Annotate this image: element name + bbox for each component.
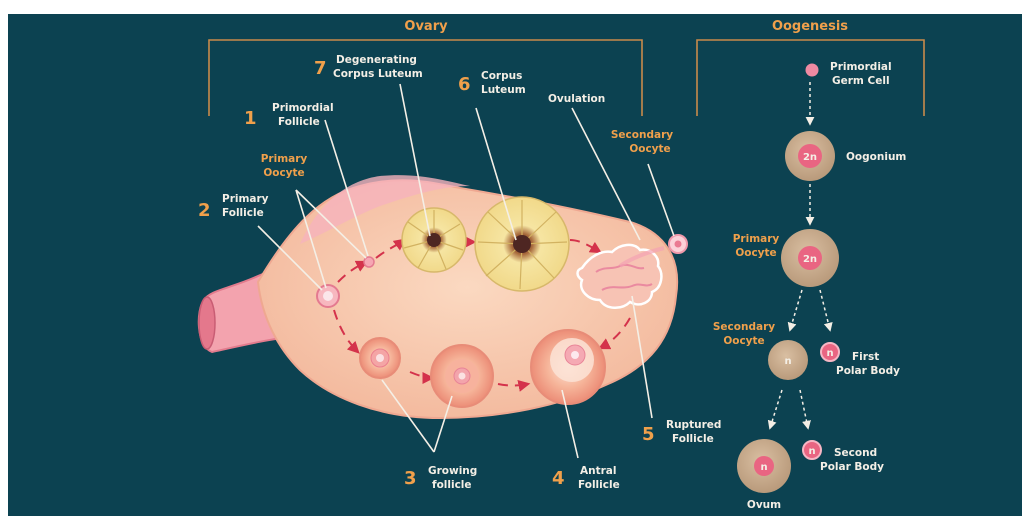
corpus-luteum-line2: Luteum	[481, 84, 526, 96]
second-polar-body: n Second Polar Body	[803, 441, 884, 473]
primary-oocyte-cell: 2n Primary Oocyte	[733, 229, 839, 287]
antral-follicle-line1: Antral	[580, 465, 616, 477]
second-polar-body-ploidy: n	[808, 446, 815, 457]
oogonium-ploidy: 2n	[803, 152, 817, 163]
primary-oocyte-cell-line1: Primary	[733, 233, 780, 245]
degenerating-corpus-luteum-line1: Degenerating	[336, 54, 417, 66]
growing-follicle-line1: Growing	[428, 465, 477, 477]
label-number-7: 7	[314, 58, 327, 79]
ovum-label: Ovum	[747, 499, 781, 511]
label-ruptured-follicle: 5 Ruptured Follicle	[642, 419, 721, 445]
label-corpus-luteum: 6 Corpus Luteum	[458, 70, 526, 96]
first-polar-body-ploidy: n	[826, 348, 833, 359]
growing-follicle-small	[360, 338, 400, 378]
primary-oocyte-line1: Primary	[261, 153, 308, 165]
label-primary-oocyte-ovary: Primary Oocyte	[261, 153, 308, 179]
ligament-opening	[199, 297, 215, 349]
label-ovulation: Ovulation	[548, 93, 605, 105]
secondary-oocyte-line1: Secondary	[611, 129, 673, 141]
secondary-oocyte-line2: Oocyte	[629, 143, 670, 155]
label-degenerating-corpus-luteum: 7 Degenerating Corpus Luteum	[314, 54, 423, 80]
first-polar-body-line2: Polar Body	[836, 365, 900, 377]
label-primordial-follicle: 1 Primordial Follicle	[244, 102, 334, 129]
antral-follicle-line2: Follicle	[578, 479, 620, 491]
degenerating-corpus-luteum-line2: Corpus Luteum	[333, 68, 423, 80]
growing-follicle-line2: follicle	[432, 479, 472, 491]
antral-follicle	[531, 330, 605, 404]
ruptured-follicle-line1: Ruptured	[666, 419, 721, 431]
corpus-luteum-line1: Corpus	[481, 70, 522, 82]
primary-oocyte-cell-line2: Oocyte	[735, 247, 776, 259]
oogenesis-bracket	[697, 40, 924, 116]
ovary-heading: Ovary	[404, 19, 448, 34]
ovum-cell: n Ovum	[737, 439, 791, 511]
primordial-follicle-line1: Primordial	[272, 102, 334, 114]
oogonium-label: Oogonium	[846, 151, 906, 163]
first-polar-body-line1: First	[852, 351, 879, 363]
primordial-germ-cell-line2: Germ Cell	[832, 75, 890, 87]
label-number-3: 3	[404, 468, 417, 489]
oogenesis-heading: Oogenesis	[772, 19, 848, 34]
ruptured-follicle-line2: Follicle	[672, 433, 714, 445]
label-number-2: 2	[198, 200, 211, 221]
secondary-oocyte-cell-ploidy: n	[784, 356, 791, 367]
ovulation-text: Ovulation	[548, 93, 605, 105]
primordial-follicle-line2: Follicle	[278, 116, 320, 128]
label-number-6: 6	[458, 74, 471, 95]
oogonium-cell: 2n Oogonium	[785, 131, 906, 181]
label-number-5: 5	[642, 424, 655, 445]
second-polar-body-line2: Polar Body	[820, 461, 884, 473]
primary-oocyte-cell-ploidy: 2n	[803, 254, 817, 265]
corpus-luteum	[475, 197, 569, 291]
ovary-illustration	[199, 175, 687, 418]
primordial-germ-cell-line1: Primordial	[830, 61, 892, 73]
second-polar-body-line1: Second	[834, 447, 877, 459]
label-number-4: 4	[552, 468, 565, 489]
primordial-germ-cell: Primordial Germ Cell	[806, 61, 892, 87]
secondary-oocyte-cell: n Secondary Oocyte	[713, 321, 808, 380]
secondary-oocyte-cell-line2: Oocyte	[723, 335, 764, 347]
growing-follicle-large	[431, 345, 493, 407]
degenerating-corpus-luteum	[402, 208, 466, 272]
first-polar-body: n First Polar Body	[821, 343, 900, 377]
secondary-oocyte-cell-line1: Secondary	[713, 321, 775, 333]
released-secondary-oocyte	[669, 235, 687, 253]
primary-oocyte-line2: Oocyte	[263, 167, 304, 179]
ovum-ploidy: n	[760, 462, 767, 473]
label-growing-follicle: 3 Growing follicle	[404, 465, 477, 491]
label-antral-follicle: 4 Antral Follicle	[552, 465, 620, 491]
label-secondary-oocyte-ovary: Secondary Oocyte	[611, 129, 673, 155]
primary-follicle-line1: Primary	[222, 193, 269, 205]
label-number-1: 1	[244, 108, 257, 129]
label-primary-follicle: 2 Primary Follicle	[198, 193, 269, 221]
primary-follicle-line2: Follicle	[222, 207, 264, 219]
